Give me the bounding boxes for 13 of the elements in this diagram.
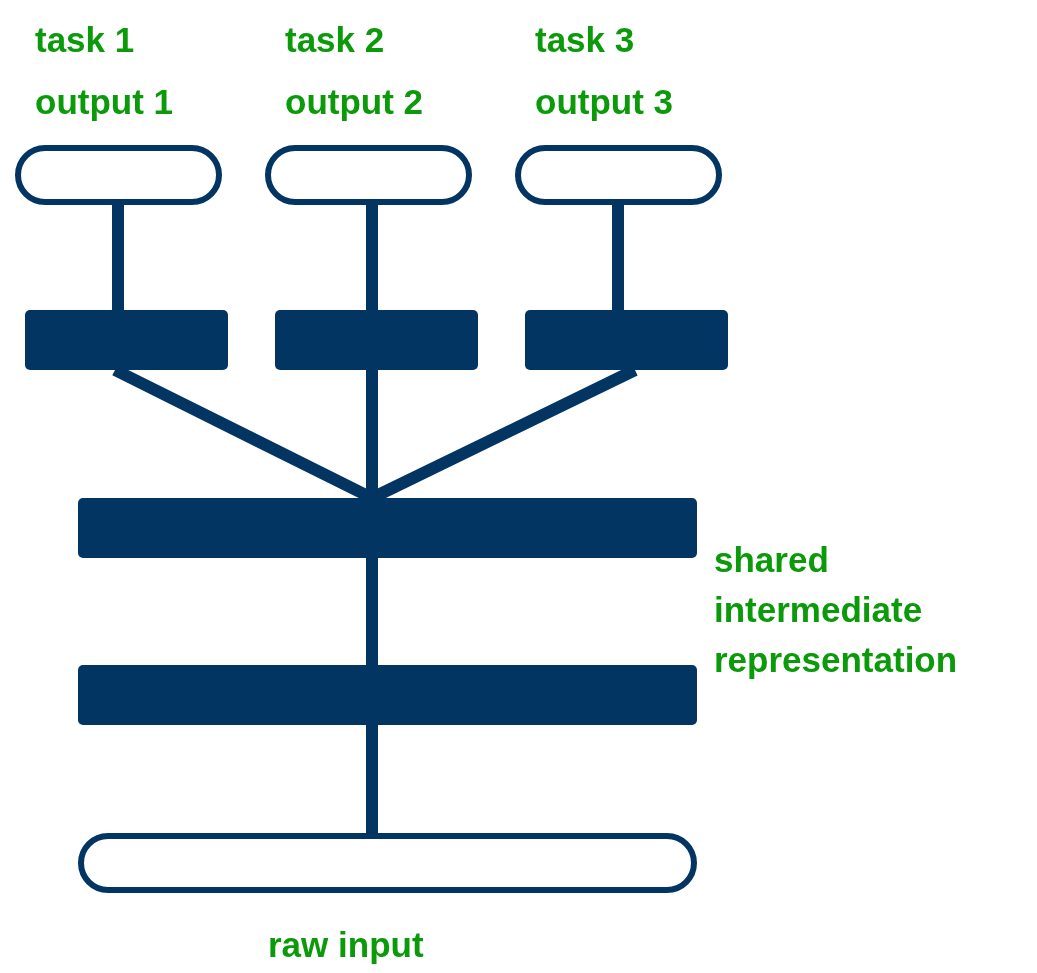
connector-line (366, 205, 378, 310)
task-name: task 1 (35, 20, 135, 60)
connector-line (612, 205, 624, 310)
output-name: output 3 (535, 82, 674, 122)
task-name: task 3 (535, 20, 635, 60)
input-name: raw input (268, 925, 424, 965)
output-name: output 2 (285, 82, 424, 122)
layer-label: shared intermediate representation (714, 539, 959, 681)
connector-line (366, 725, 378, 833)
output-name: output 1 (35, 82, 174, 122)
task-name: task 2 (285, 20, 385, 60)
connector-line (112, 205, 124, 310)
connector-line (366, 558, 378, 665)
